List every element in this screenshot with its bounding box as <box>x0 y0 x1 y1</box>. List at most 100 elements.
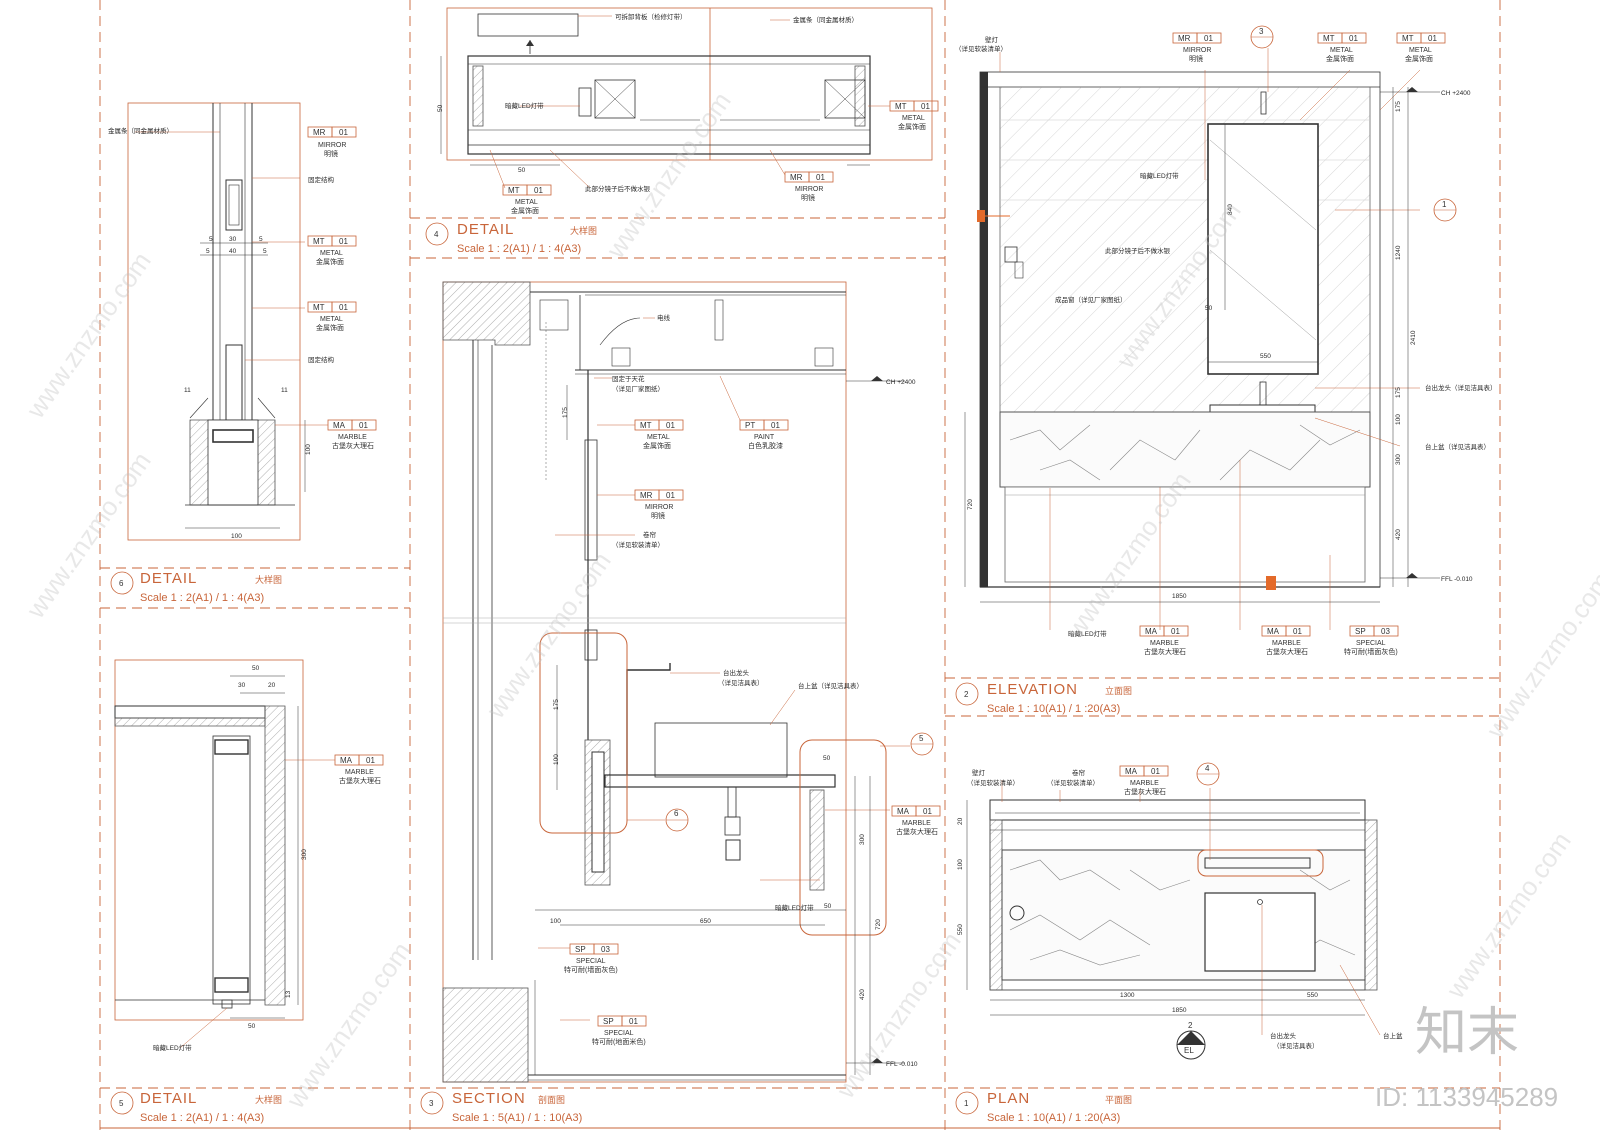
tag-sp3-s3: SP 03 SPECIAL 特可耐(墙面灰色) <box>564 943 619 974</box>
svg-text:大样图: 大样图 <box>255 1094 282 1105</box>
s3-note-ceiling: 固定于天花 <box>612 374 645 383</box>
p1-dim: 1850 <box>1172 1007 1187 1014</box>
svg-text:大样图: 大样图 <box>255 574 282 585</box>
p1-note-lamp-2: （详见软装清单） <box>967 778 1019 787</box>
d6-dim: 5 <box>209 236 213 243</box>
s3-note-faucet-2: （详见洁具表） <box>718 678 764 687</box>
d6-note-fixed-1: 固定结构 <box>308 175 335 184</box>
svg-text:01: 01 <box>1171 627 1180 636</box>
tag-sp1-s3: SP 01 SPECIAL 特可耐(地面米色) <box>592 1015 647 1046</box>
svg-text:MIRROR: MIRROR <box>795 186 823 193</box>
e2-note-led-2: 暗藏LED灯带 <box>1068 629 1107 638</box>
svg-text:DETAIL: DETAIL <box>457 221 514 238</box>
d6-dim: 11 <box>281 387 288 394</box>
svg-text:01: 01 <box>666 491 675 500</box>
svg-text:SP: SP <box>575 945 586 954</box>
svg-text:MARBLE: MARBLE <box>345 769 374 776</box>
d4-dim: 50 <box>437 104 444 112</box>
s3-note-ceiling-2: （详见厂家图纸） <box>612 384 664 393</box>
s3-note-led: 暗藏LED灯带 <box>775 903 814 912</box>
svg-text:MR: MR <box>1178 34 1191 43</box>
tag-sp3-e2: SP 03 SPECIAL 特可耐(墙面灰色) <box>1344 625 1399 656</box>
svg-text:www.znzmo.com: www.znzmo.com <box>480 546 617 724</box>
d6-dim: 5 <box>263 248 267 255</box>
e2-dim: 1850 <box>1172 593 1187 600</box>
svg-text:SPECIAL: SPECIAL <box>1356 640 1386 647</box>
d4-note-mirror: 此部分镜子后不做水银 <box>585 184 651 193</box>
svg-text:01: 01 <box>629 1017 638 1026</box>
p1-note-blind-2: （详见软装清单） <box>1047 778 1099 787</box>
svg-text:明镜: 明镜 <box>1189 54 1203 63</box>
title-plan-1: 1 PLAN 平面图 Scale 1 : 10(A1) / 1 :20(A3) <box>955 1090 1132 1124</box>
svg-text:DETAIL: DETAIL <box>140 570 197 587</box>
svg-text:MARBLE: MARBLE <box>1272 640 1301 647</box>
svg-text:MR: MR <box>790 173 803 182</box>
svg-text:古堡灰大理石: 古堡灰大理石 <box>1124 787 1166 796</box>
title-elevation-2: 2 ELEVATION 立面图 Scale 1 : 10(A1) / 1 :20… <box>955 681 1132 715</box>
svg-text:SECTION: SECTION <box>452 1090 526 1107</box>
section-3-drawing <box>442 281 910 1083</box>
sheet-grid <box>99 0 1501 1130</box>
svg-text:1: 1 <box>1442 200 1447 209</box>
svg-text:MT: MT <box>640 421 652 430</box>
s3-note-wire: 电线 <box>657 313 671 322</box>
svg-text:01: 01 <box>1293 627 1302 636</box>
s3-dim: 50 <box>823 755 831 762</box>
e2-note-basin: 台上盆（详见洁具表） <box>1425 442 1490 451</box>
svg-text:MA: MA <box>1267 627 1280 636</box>
tag-mt-e2-a: MT 01 METAL 金属饰面 <box>1317 32 1367 63</box>
d6-note-fixed-2: 固定结构 <box>308 355 335 364</box>
level-ffl-e2: FFL -0.010 <box>1441 576 1473 583</box>
svg-text:www.znzmo.com: www.znzmo.com <box>20 246 157 424</box>
p1-note-blind: 卷帘 <box>1072 768 1086 777</box>
p1-dim: 1300 <box>1120 992 1135 999</box>
p1-note-faucet-2: （详见洁具表） <box>1273 1041 1319 1050</box>
svg-text:4: 4 <box>1205 764 1210 773</box>
tag-mt-d6-b: MT 01 METAL 金属饰面 <box>307 301 357 332</box>
s3-dim: 720 <box>875 919 882 930</box>
svg-text:明镜: 明镜 <box>801 193 815 202</box>
d5-dim: 13 <box>285 990 292 998</box>
svg-text:SPECIAL: SPECIAL <box>604 1030 634 1037</box>
level-ffl-s3: FFL -0.010 <box>886 1061 918 1068</box>
s3-dim: 420 <box>859 989 866 1000</box>
svg-text:MIRROR: MIRROR <box>645 504 673 511</box>
detail-5-drawing <box>114 659 335 1049</box>
svg-text:Scale 1 : 10(A1) / 1 :20(A3): Scale 1 : 10(A1) / 1 :20(A3) <box>987 703 1120 715</box>
svg-text:MT: MT <box>508 186 520 195</box>
tag-pt-s3: PT 01 PAINT 白色乳胶漆 <box>739 419 789 450</box>
svg-text:MA: MA <box>333 421 346 430</box>
tag-mr-d4: MR 01 MIRROR 明镜 <box>784 171 834 202</box>
svg-text:MR: MR <box>313 128 326 137</box>
tag-mr-e2: MR 01 MIRROR 明镜 <box>1172 32 1222 63</box>
svg-text:PAINT: PAINT <box>754 434 775 441</box>
e2-note-mirror: 此部分镜子后不做水银 <box>1105 246 1171 255</box>
svg-text:01: 01 <box>339 303 348 312</box>
tag-ma-e2-b: MA 01 MARBLE 古堡灰大理石 <box>1261 625 1311 656</box>
p1-note-basin: 台上盆 <box>1383 1031 1403 1040</box>
svg-text:01: 01 <box>1204 34 1213 43</box>
svg-text:立面图: 立面图 <box>1105 685 1132 696</box>
e2-note-faucet: 台出龙头（详见洁具表） <box>1425 383 1497 392</box>
p1-dim: 550 <box>957 924 964 935</box>
callout-3: 3 <box>1250 25 1274 49</box>
svg-text:PLAN: PLAN <box>987 1090 1030 1107</box>
svg-text:SP: SP <box>603 1017 614 1026</box>
e2-dim: 1240 <box>1395 245 1402 260</box>
svg-text:DETAIL: DETAIL <box>140 1090 197 1107</box>
s3-dim: 50 <box>824 903 832 910</box>
svg-text:特可耐(地面米色): 特可耐(地面米色) <box>592 1037 646 1046</box>
svg-text:3: 3 <box>1259 27 1264 36</box>
svg-text:www.znzmo.com: www.znzmo.com <box>600 86 737 264</box>
p1-note-lamp: 壁灯 <box>972 768 986 777</box>
svg-text:01: 01 <box>1151 767 1160 776</box>
s3-dim: 650 <box>700 918 711 925</box>
tag-ma-d6: MA 01 MARBLE 古堡灰大理石 <box>327 419 377 450</box>
s3-dim: 300 <box>859 834 866 845</box>
svg-text:01: 01 <box>771 421 780 430</box>
tag-mt-e2-b: MT 01 METAL 金属饰面 <box>1396 32 1446 63</box>
d4-note-removable: 可拆卸背板（检修灯带） <box>615 12 687 21</box>
brand-id: ID: 1133945289 <box>1375 1082 1558 1112</box>
svg-text:METAL: METAL <box>902 115 925 122</box>
svg-text:古堡灰大理石: 古堡灰大理石 <box>896 827 938 836</box>
